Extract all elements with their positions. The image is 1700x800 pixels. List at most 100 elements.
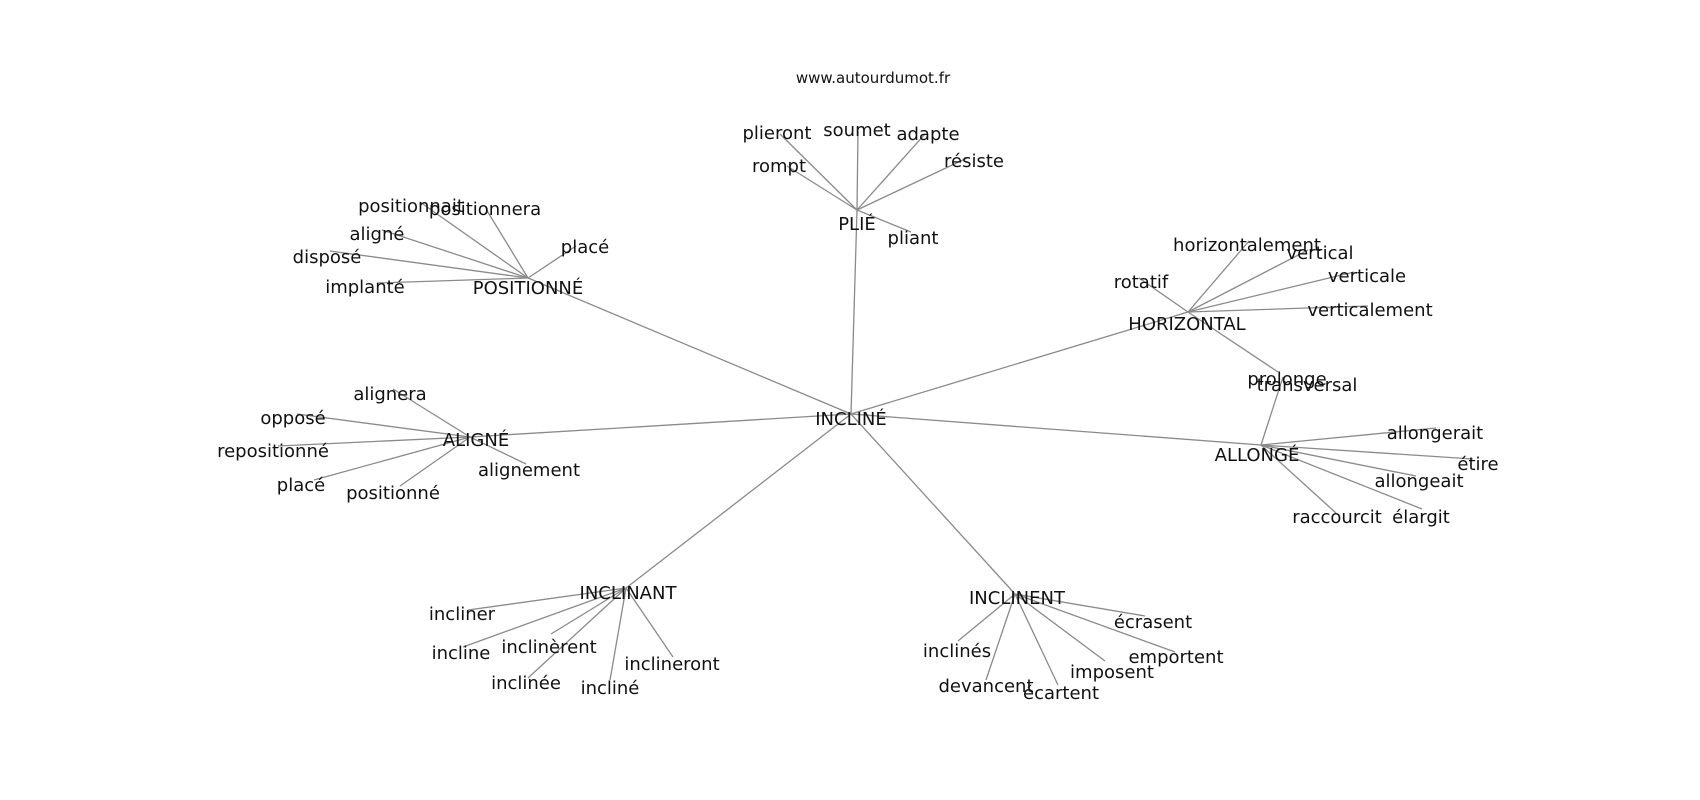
edge-aligne-alignement: [469, 436, 527, 465]
leaf-raccourcit[interactable]: raccourcit: [1292, 507, 1382, 528]
leaf-alignera[interactable]: alignera: [353, 384, 426, 405]
edge-inclinent-inclines: [957, 593, 1016, 642]
leaf-positionne-leaf[interactable]: positionné: [346, 483, 440, 504]
leaf-emportent[interactable]: emportent: [1128, 647, 1223, 668]
center-node-incline[interactable]: INCLINÉ: [815, 408, 887, 430]
leaf-devancent[interactable]: devancent: [938, 676, 1033, 697]
hub-aligne[interactable]: ALIGNÉ: [443, 429, 509, 451]
leaf-prolonge[interactable]: prolonge: [1247, 369, 1326, 390]
leaf-adapte[interactable]: adapte: [896, 124, 959, 145]
hub-inclinant[interactable]: INCLINANT: [580, 583, 678, 604]
leaf-incline-m[interactable]: incliné: [581, 678, 640, 699]
edge-aligne-repositionne: [277, 436, 471, 447]
edge-aligne-alignera: [392, 388, 471, 438]
hub-positionne[interactable]: POSITIONNÉ: [473, 277, 584, 299]
leaf-implante[interactable]: implanté: [325, 277, 405, 298]
leaf-etire[interactable]: étire: [1457, 454, 1498, 475]
edge-allonge-elargit: [1260, 444, 1423, 510]
edge-horizontal-verticale: [1187, 271, 1355, 313]
leaf-allongerait[interactable]: allongerait: [1387, 423, 1483, 444]
leaf-imposent[interactable]: imposent: [1070, 662, 1154, 683]
edge-center-plie: [850, 209, 858, 415]
leaf-elargit[interactable]: élargit: [1392, 507, 1450, 528]
leaf-repositionne[interactable]: repositionné: [217, 441, 329, 462]
edge-center-positionne: [527, 277, 852, 415]
leaf-ecrasent[interactable]: écrasent: [1114, 612, 1192, 633]
edge-positionne-positionnera: [485, 208, 529, 279]
edge-allonge-allongerait: [1260, 427, 1437, 446]
leaf-inclinerent[interactable]: inclinèrent: [501, 637, 596, 658]
leaf-verticalement[interactable]: verticalement: [1307, 300, 1432, 321]
leaf-rompt[interactable]: rompt: [752, 156, 806, 177]
leaf-transversal[interactable]: transversal: [1257, 375, 1358, 396]
edge-positionne-positionnait: [419, 201, 529, 279]
watermark-text[interactable]: www.autourdumot.fr: [796, 69, 951, 87]
edge-inclinant-incliner: [467, 587, 627, 611]
leaf-rotatif[interactable]: rotatif: [1114, 272, 1169, 293]
edge-horizontal-transversal: [1187, 311, 1279, 373]
leaf-horizontalement[interactable]: horizontalement: [1173, 235, 1321, 256]
edge-aligne-positionne-leaf: [399, 436, 471, 487]
edge-inclinent-ecartent: [1014, 593, 1059, 686]
edge-plie-rompt: [786, 165, 858, 211]
edge-positionne-dispose: [329, 250, 529, 279]
edge-inclinent-imposent: [1014, 593, 1106, 662]
leaf-inclinee[interactable]: inclinée: [491, 673, 561, 694]
leaf-place-2[interactable]: placé: [277, 475, 325, 496]
leaf-incliner[interactable]: incliner: [429, 604, 496, 625]
edge-inclinent-devancent: [985, 593, 1016, 681]
graph-edges: [277, 130, 1474, 686]
leaf-plieront[interactable]: plieront: [743, 123, 812, 144]
leaf-positionnera[interactable]: positionnera: [429, 199, 541, 220]
leaf-positionnait[interactable]: positionnait: [358, 196, 464, 217]
edge-inclinent-ecrasent: [1014, 593, 1146, 617]
edge-aligne-place-2: [313, 436, 471, 481]
leaf-soumet[interactable]: soumet: [823, 120, 890, 141]
leaf-resiste[interactable]: résiste: [944, 151, 1004, 172]
edge-center-inclinant: [625, 413, 852, 589]
edge-horizontal-verticalement: [1187, 305, 1369, 313]
edge-plie-soumet: [856, 130, 859, 211]
edge-horizontal-rotatif: [1138, 277, 1189, 313]
hub-allonge[interactable]: ALLONGÉ: [1215, 444, 1300, 466]
edge-center-aligne: [469, 413, 852, 438]
hub-plie[interactable]: PLIÉ: [838, 213, 876, 235]
edge-plie-plieront: [779, 133, 858, 211]
hub-horizontal[interactable]: HORIZONTAL: [1128, 314, 1245, 335]
leaf-incline-leaf[interactable]: incline: [432, 643, 491, 664]
graph-labels: www.autourdumot.fr plieront soumet adapte r…: [217, 69, 1499, 704]
edge-aligne-oppose: [296, 413, 471, 438]
leaf-alignement[interactable]: alignement: [478, 460, 580, 481]
edge-plie-resiste: [856, 157, 968, 211]
edge-positionne-aligne-2: [381, 229, 529, 279]
edge-center-horizontal: [850, 311, 1189, 415]
leaf-place-1[interactable]: placé: [561, 237, 609, 258]
edge-allonge-etire: [1260, 444, 1474, 460]
edge-horizontal-horizontalement: [1187, 240, 1250, 313]
hub-inclinent[interactable]: INCLINENT: [969, 588, 1066, 609]
leaf-allongeait[interactable]: allongeait: [1374, 471, 1463, 492]
edge-inclinant-incline-m: [609, 587, 627, 681]
leaf-inclines[interactable]: inclinés: [923, 641, 991, 662]
leaf-aligne-2[interactable]: aligné: [350, 224, 405, 245]
leaf-vertical[interactable]: vertical: [1286, 243, 1353, 264]
edge-inclinant-inclinee: [527, 587, 627, 679]
edge-center-inclinent: [850, 413, 1016, 595]
leaf-oppose[interactable]: opposé: [260, 408, 325, 429]
leaf-ecartent[interactable]: écartent: [1023, 683, 1099, 704]
edge-plie-pliant: [856, 209, 912, 233]
edge-inclinant-incline-leaf: [462, 587, 627, 648]
edge-center-allonge: [850, 413, 1262, 446]
edge-plie-adapte: [856, 133, 926, 211]
leaf-inclineront[interactable]: inclineront: [624, 654, 719, 675]
edge-allonge-prolonge: [1260, 376, 1284, 446]
leaf-verticale[interactable]: verticale: [1328, 266, 1406, 287]
leaf-pliant[interactable]: pliant: [888, 228, 939, 249]
edge-inclinent-emportent: [1014, 593, 1176, 653]
edge-positionne-implante: [376, 277, 529, 284]
edge-allonge-allongeait: [1260, 444, 1417, 477]
leaf-dispose[interactable]: disposé: [293, 247, 362, 268]
edge-inclinant-inclinerent: [550, 587, 627, 635]
edge-positionne-place-1: [527, 245, 577, 279]
edge-allonge-raccourcit: [1260, 444, 1337, 514]
